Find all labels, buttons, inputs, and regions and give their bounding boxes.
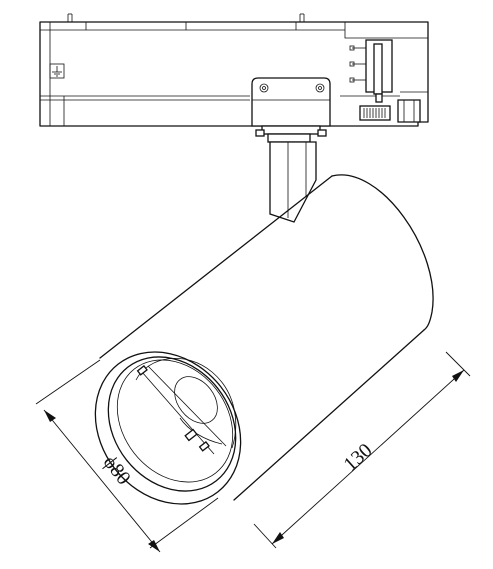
cylinder-body	[94, 174, 434, 505]
length-dimension-label: 130	[339, 439, 376, 475]
dimension-length: 130	[253, 351, 471, 549]
stem	[255, 125, 327, 223]
track-adapter	[39, 13, 429, 127]
latch-ribs	[363, 108, 386, 118]
earth-ground-icon	[49, 63, 65, 79]
mount-plate	[251, 77, 331, 127]
